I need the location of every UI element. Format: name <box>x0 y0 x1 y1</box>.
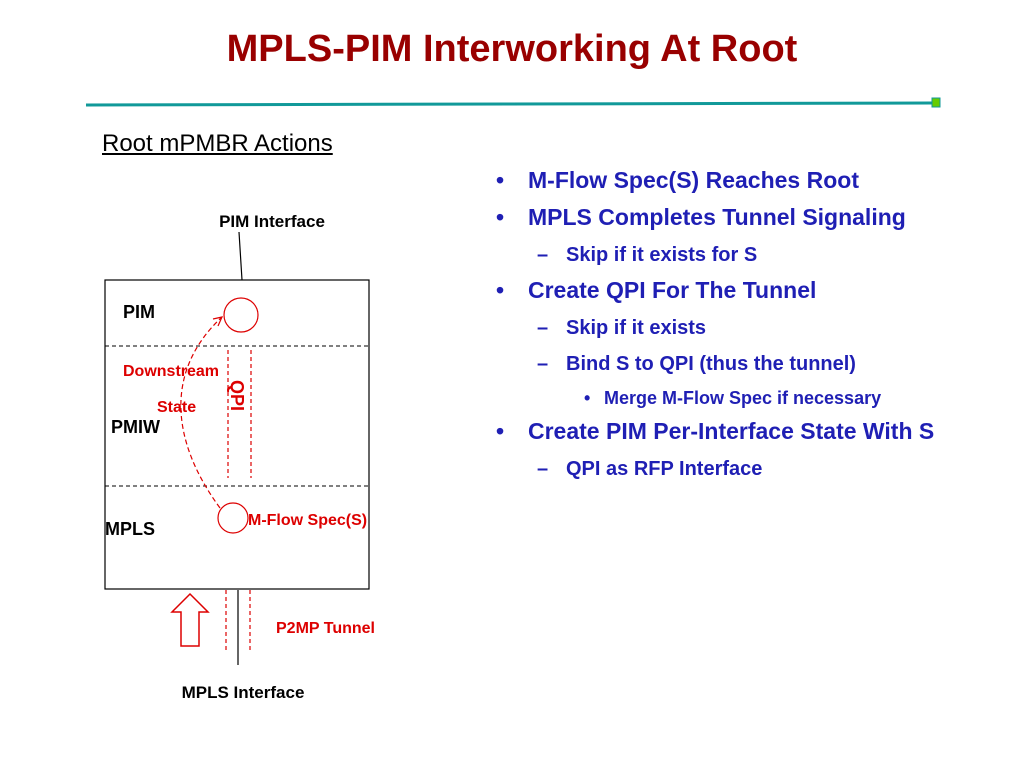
mpmbr-box <box>104 279 370 590</box>
qpi-label: QPI <box>227 380 247 411</box>
bullet-dot-icon: • <box>496 277 505 303</box>
rule-end-marker <box>931 97 941 108</box>
sub-bullet-text: Skip if it exists <box>566 317 707 339</box>
dash-icon: – <box>537 244 549 266</box>
pim-layer-label: PIM <box>123 302 155 322</box>
sub-sub-bullet-text: Merge M-Flow Spec if necessary <box>604 388 882 408</box>
pmiw-layer-label: PMIW <box>111 417 160 437</box>
dash-icon: – <box>537 458 549 480</box>
bullet-dot-icon: • <box>496 204 505 230</box>
bullet-dot-icon: • <box>584 388 591 408</box>
state-label: State <box>157 399 196 416</box>
pim-circle <box>223 297 259 333</box>
downstream-label: Downstream <box>123 363 219 380</box>
sub-bullet-item: –Skip if it exists <box>492 313 1012 343</box>
pim-interface-line <box>238 231 243 281</box>
mpls-circle <box>217 502 249 534</box>
bullet-item: • Create QPI For The Tunnel <box>492 274 1012 307</box>
slide-title: MPLS-PIM Interworking At Root <box>226 28 798 70</box>
sub-bullet-item: –Skip if it exists for S <box>492 240 1012 270</box>
bullet-item: • Create PIM Per-Interface State With S <box>492 415 1012 448</box>
pim-interface-label: PIM Interface <box>219 212 325 231</box>
bullet-dot-icon: • <box>496 167 505 193</box>
sub-bullet-text: Skip if it exists for S <box>566 244 758 266</box>
section-subtitle: Root mPMBR Actions <box>102 130 333 157</box>
bullet-text: Create PIM Per-Interface State With S <box>528 418 935 444</box>
bullet-text: M-Flow Spec(S) Reaches Root <box>528 167 859 193</box>
dash-icon: – <box>537 317 549 339</box>
sub-bullet-text: QPI as RFP Interface <box>566 458 763 480</box>
dash-icon: – <box>537 353 549 375</box>
bullet-dot-icon: • <box>496 418 505 444</box>
downstream-arrowhead <box>212 316 224 327</box>
sub-bullet-text: Bind S to QPI (thus the tunnel) <box>566 353 856 375</box>
downstream-state-arrow <box>180 316 223 509</box>
bullet-text: Create QPI For The Tunnel <box>528 277 817 303</box>
mpls-layer-label: MPLS <box>105 519 155 539</box>
sub-sub-bullet-item: • Merge M-Flow Spec if necessary <box>492 385 1012 411</box>
mpls-interface-label: MPLS Interface <box>182 683 305 702</box>
sub-bullet-item: –QPI as RFP Interface <box>492 454 1012 484</box>
bullet-item: • M-Flow Spec(S) Reaches Root <box>492 164 1012 197</box>
bullet-text: MPLS Completes Tunnel Signaling <box>528 204 906 230</box>
p2mp-tunnel-label: P2MP Tunnel <box>276 620 375 637</box>
title-rule <box>85 101 933 107</box>
mflow-spec-label: M-Flow Spec(S) <box>248 512 367 529</box>
bullet-item: • MPLS Completes Tunnel Signaling <box>492 201 1012 234</box>
sub-bullet-item: –Bind S to QPI (thus the tunnel) <box>492 349 1012 379</box>
up-arrow-icon <box>170 592 210 647</box>
bullet-list: • M-Flow Spec(S) Reaches Root • MPLS Compl… <box>492 160 1012 484</box>
